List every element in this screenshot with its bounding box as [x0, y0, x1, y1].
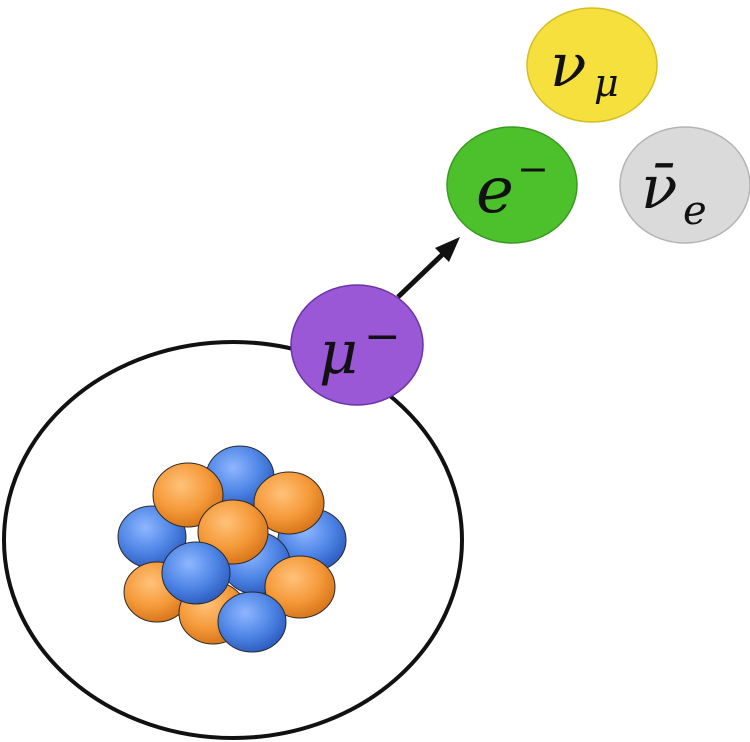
- neutron: [161, 541, 231, 605]
- muon-symbol: μ: [319, 318, 358, 388]
- neutron: [217, 591, 287, 653]
- electron-charge: −: [517, 147, 549, 191]
- electron-antineutrino-subscript: e: [683, 188, 707, 234]
- atom-orbit: [2, 340, 464, 740]
- electron-antineutrino-particle: ν̄ e: [619, 126, 750, 244]
- decay-arrow: [396, 237, 460, 299]
- muon-particle: μ −: [290, 284, 424, 406]
- electron-particle: e −: [446, 126, 578, 244]
- muon-charge: −: [364, 311, 401, 362]
- proton: [152, 462, 224, 528]
- proton: [264, 555, 336, 619]
- electron-antineutrino-symbol: ν̄: [641, 153, 677, 223]
- proton: [253, 471, 325, 535]
- nucleus: [117, 445, 347, 653]
- muon-neutrino-particle: ν μ: [526, 7, 658, 123]
- electron-symbol: e: [476, 154, 514, 228]
- muon-neutrino-symbol: ν: [550, 31, 586, 101]
- muon-neutrino-subscript: μ: [594, 61, 619, 105]
